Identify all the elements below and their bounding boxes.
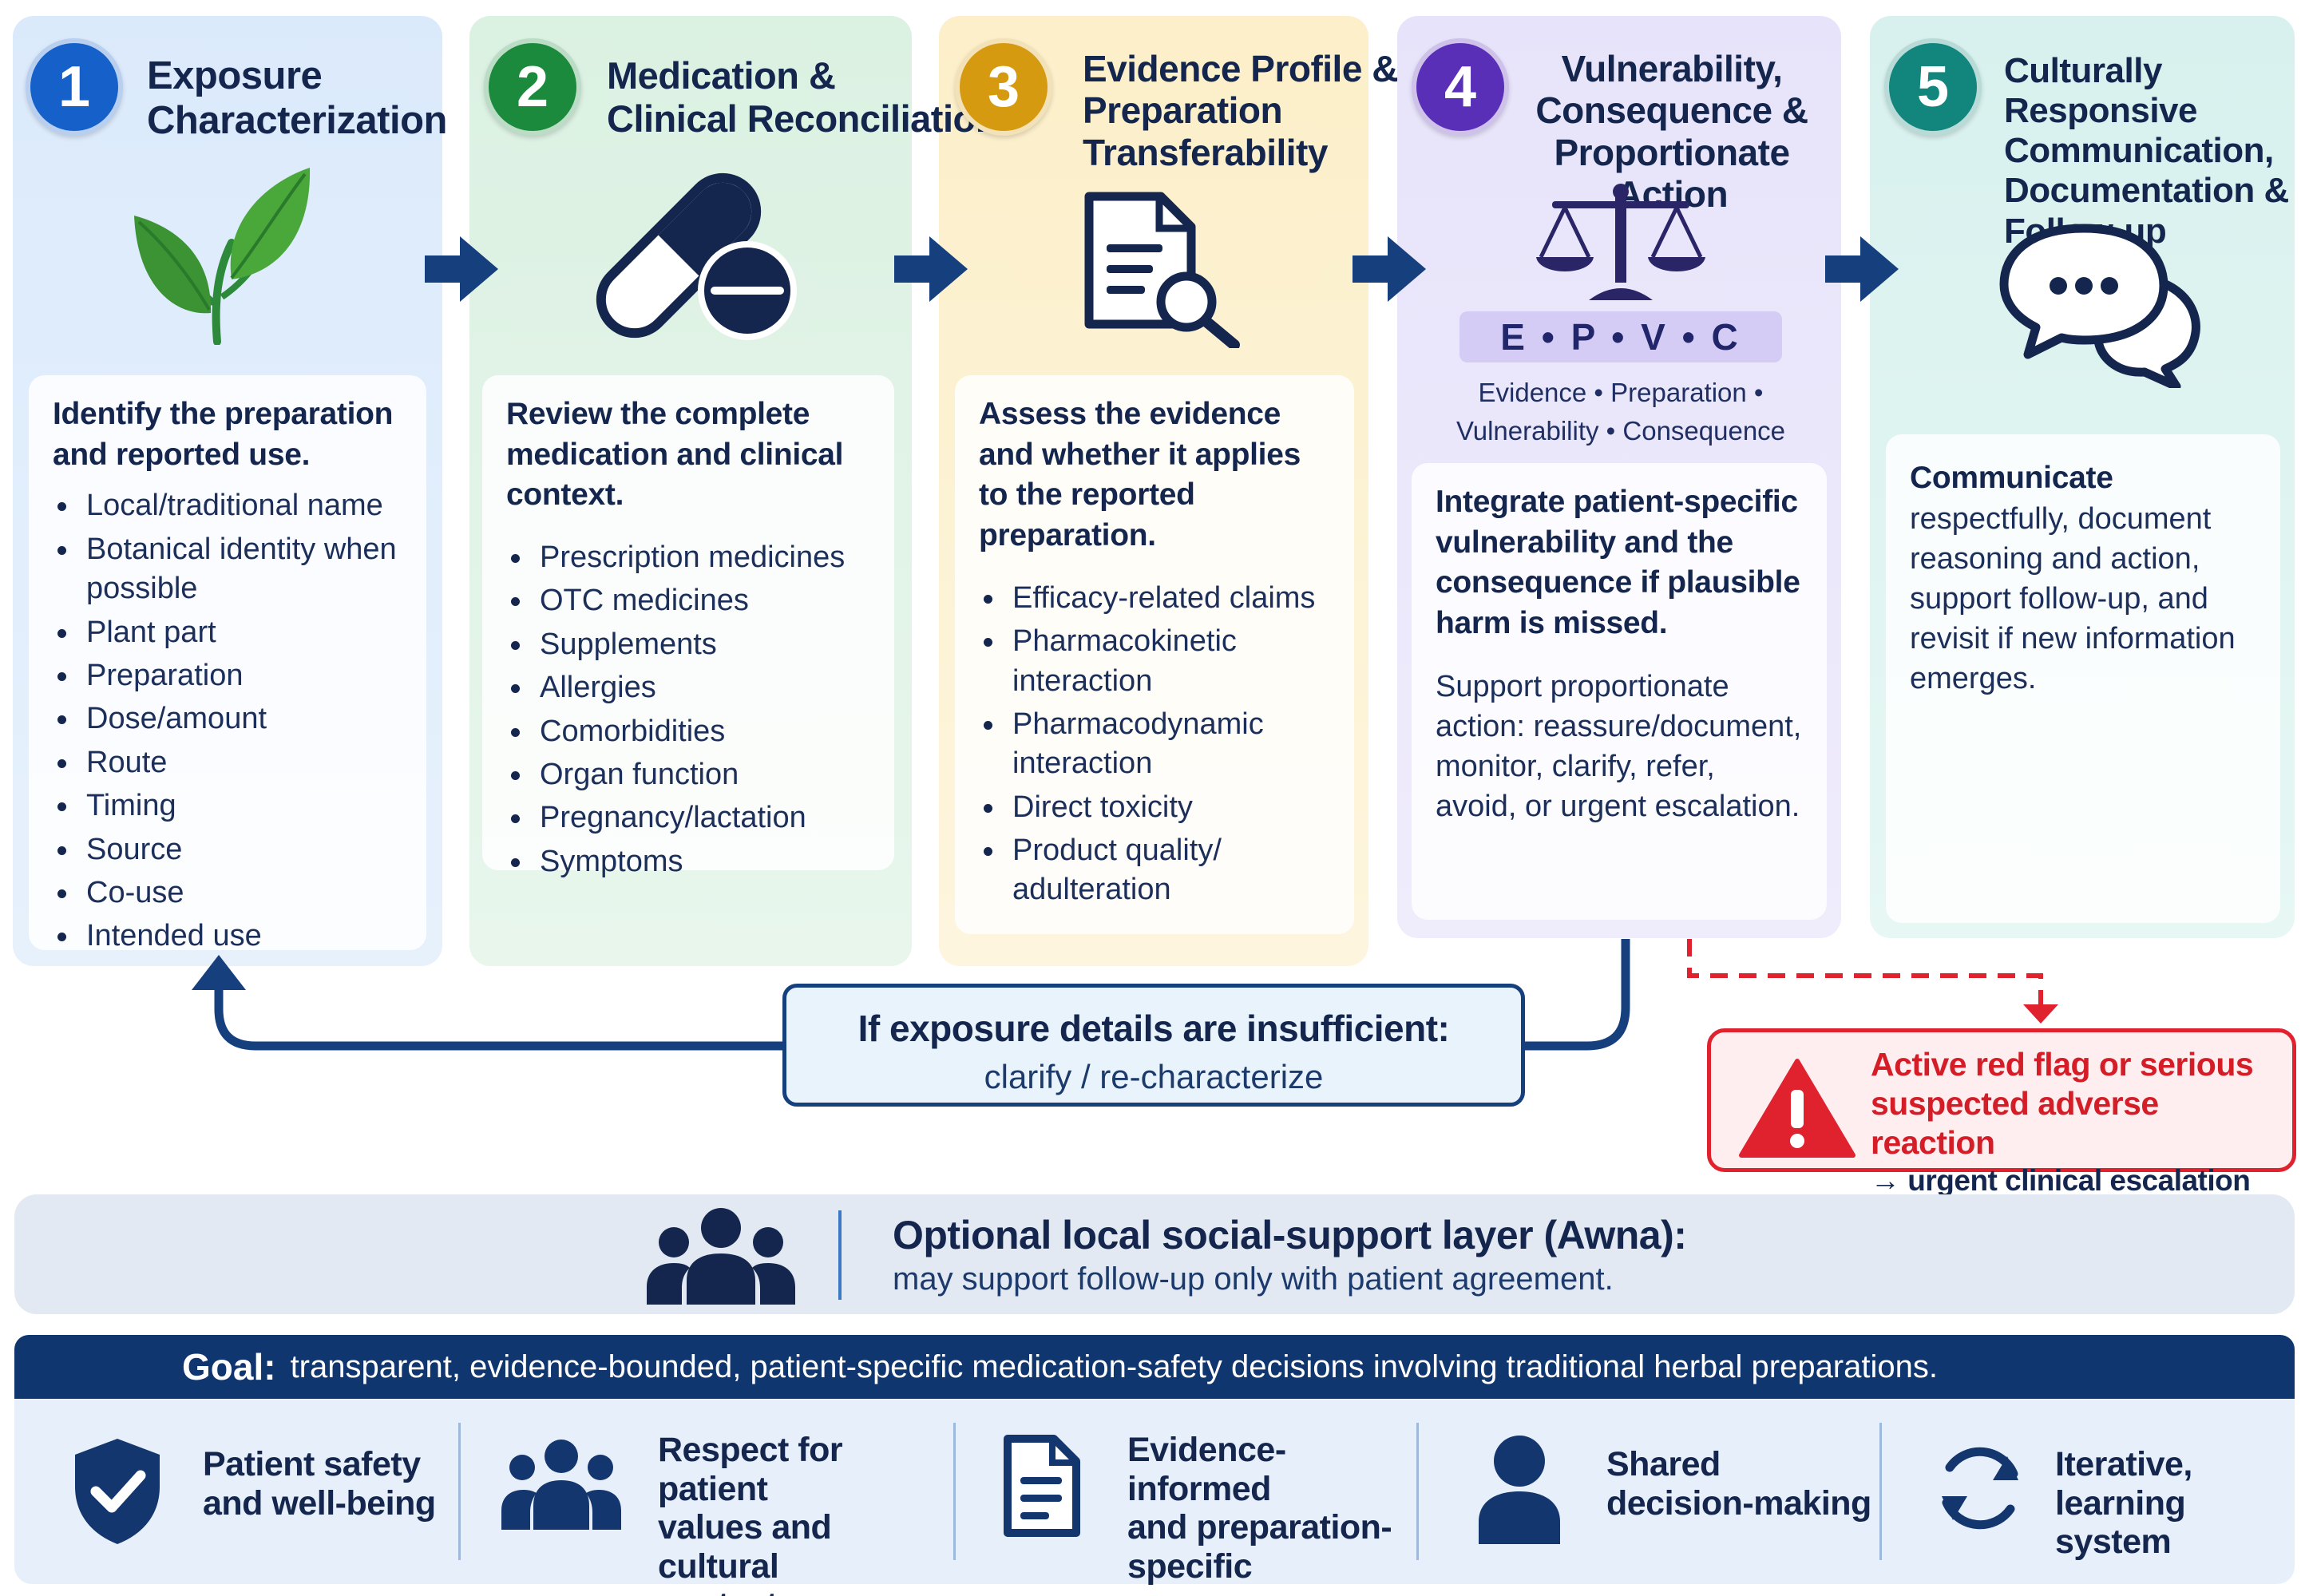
step-2-title: Medication &Clinical Reconciliation xyxy=(607,54,998,140)
leaf-icon xyxy=(134,168,311,345)
goal-bar: Goal: transparent, evidence-bounded, pat… xyxy=(14,1335,2295,1399)
step-2-badge: 2 xyxy=(484,38,581,136)
step-4-card: Integrate patient-specific vulnerability… xyxy=(1412,463,1827,920)
list-item: Intended use xyxy=(53,917,402,956)
list-item: Route xyxy=(53,743,402,782)
document-icon xyxy=(1004,1435,1080,1537)
people-icon xyxy=(647,1208,795,1305)
list-item: Pharmacodynamic interaction xyxy=(979,705,1330,784)
step-4-badge: 4 xyxy=(1412,38,1509,136)
step-1-list: Local/traditional name Botanical identit… xyxy=(53,486,402,956)
list-item: Plant part xyxy=(53,613,402,652)
warning-icon xyxy=(1739,1059,1856,1158)
loop-back-arrow xyxy=(192,939,2058,1051)
list-item: Comorbidities xyxy=(506,712,870,751)
goal-text: transparent, evidence-bounded, patient-s… xyxy=(290,1348,1938,1384)
step-1-badge: 1 xyxy=(26,38,123,136)
step-5-badge: 5 xyxy=(1884,38,1982,136)
arrow-right-icon xyxy=(425,236,498,302)
list-item: Pharmacokinetic interaction xyxy=(979,622,1330,701)
red-flag-alert: Active red flag or serious suspected adv… xyxy=(1707,1028,2296,1197)
list-item: Organ function xyxy=(506,755,870,794)
step-1-lead: Identify the preparation and reported us… xyxy=(53,397,394,472)
step-1-card: Identify the preparation and reported us… xyxy=(29,375,426,952)
list-item: Symptoms xyxy=(506,842,870,881)
clarify-loop-box: If exposure details are insufficient: cl… xyxy=(782,984,1525,1107)
arrow-right-icon xyxy=(894,236,968,302)
person-icon xyxy=(1479,1436,1560,1544)
list-item: Timing xyxy=(53,786,402,826)
arrow-right-icon xyxy=(1825,236,1899,302)
support-title: Optional local social-support layer (Awn… xyxy=(893,1213,1687,1257)
social-support-layer: Optional local social-support layer (Awn… xyxy=(14,1194,2295,1314)
step-3-card: Assess the evidence and whether it appli… xyxy=(955,375,1354,934)
pill-icon xyxy=(596,172,797,340)
speech-bubbles-icon xyxy=(1999,224,2200,388)
step-2-card: Review the complete medication and clini… xyxy=(482,375,894,878)
list-item: Efficacy-related claims xyxy=(979,579,1330,618)
step-4-title: Vulnerability,Consequence &Proportionate… xyxy=(1535,48,1808,216)
epvc-legend: Evidence • Preparation •Vulnerability • … xyxy=(1456,378,1786,446)
document-search-icon xyxy=(1084,192,1240,348)
step-2-list: Prescription medicines OTC medicines Sup… xyxy=(506,538,870,881)
step-3-list: Efficacy-related claims Pharmacokinetic … xyxy=(979,579,1330,910)
people-icon xyxy=(501,1440,621,1530)
list-item: Source xyxy=(53,830,402,869)
cycle-icon xyxy=(1942,1447,2018,1530)
goal-label: Goal: xyxy=(182,1346,276,1388)
step-5-lead: Communicate xyxy=(1910,461,2113,495)
list-item: Direct toxicity xyxy=(979,788,1330,827)
list-item: Product quality/ adulteration xyxy=(979,831,1330,910)
list-item: Prescription medicines xyxy=(506,538,870,577)
value-iterative: Iterative,learning system xyxy=(1883,1399,2295,1584)
list-item: OTC medicines xyxy=(506,581,870,620)
step-5-body: respectfully, document reasoning and act… xyxy=(1910,501,2236,696)
step-4-body: Support proportionate action: reassure/d… xyxy=(1436,669,1802,824)
arrow-right-icon xyxy=(1353,236,1426,302)
scales-icon xyxy=(1536,184,1705,300)
step-3-lead: Assess the evidence and whether it appli… xyxy=(979,397,1301,553)
list-item: Local/traditional name xyxy=(53,486,402,525)
step-3-badge: 3 xyxy=(955,38,1052,136)
list-item: Preparation xyxy=(53,656,402,695)
list-item: Dose/amount xyxy=(53,699,402,739)
epvc-badge: E • P • V • C xyxy=(1459,311,1782,362)
list-item: Pregnancy/lactation xyxy=(506,798,870,838)
step-5-card: Communicate respectfully, document reaso… xyxy=(1886,434,2280,923)
shield-check-icon xyxy=(75,1439,160,1544)
list-item: Supplements xyxy=(506,625,870,664)
list-item: Botanical identity when possible xyxy=(53,530,402,609)
step-2-lead: Review the complete medication and clini… xyxy=(506,397,844,513)
list-item: Allergies xyxy=(506,668,870,707)
support-subtitle: may support follow-up only with patient … xyxy=(893,1261,1614,1297)
list-item: Co-use xyxy=(53,873,402,913)
step-4-lead: Integrate patient-specific vulnerability… xyxy=(1436,485,1800,641)
